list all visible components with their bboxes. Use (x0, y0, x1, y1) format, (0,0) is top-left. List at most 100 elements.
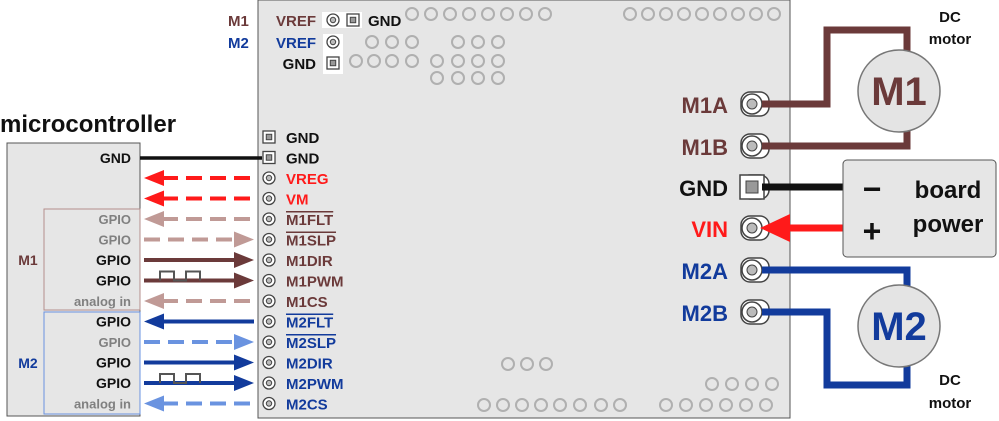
header-pin-core (265, 133, 273, 141)
terminal-label-m2a: M2A (682, 259, 729, 284)
header-label-m2flt: M2FLT (286, 315, 333, 332)
terminal-square-core (745, 180, 759, 194)
header-pin-core (265, 400, 273, 407)
wire-m2pwm-arrowhead (234, 375, 254, 391)
header-pin-core (265, 338, 273, 346)
vm-wire-arrowhead (144, 190, 164, 207)
board-hole (481, 7, 495, 21)
board-hole (349, 54, 363, 68)
motor-caption-line2: motor (929, 395, 972, 412)
board-hole (539, 357, 553, 371)
board-hole (405, 35, 419, 49)
header-label-m1flt: M1FLT (286, 212, 333, 229)
board-power-line1: board (915, 177, 982, 204)
board-hole (538, 7, 552, 21)
pwm-waveform (159, 270, 201, 282)
board-hole (443, 7, 457, 21)
header-label-m1dir: M1DIR (286, 253, 333, 270)
m1a-wire (762, 26, 911, 108)
mcu-pin-m1-0: GPIO (98, 212, 131, 227)
board-hole (501, 357, 515, 371)
vreg-wire-arrowhead (144, 170, 164, 186)
board-hole (430, 54, 444, 68)
board-hole (451, 35, 465, 49)
header-pin-core (265, 174, 273, 182)
header-label-m2pwm: M2PWM (286, 376, 344, 393)
board-hole (405, 7, 419, 21)
board-hole (515, 398, 529, 412)
board-hole (519, 7, 533, 21)
board-hole (594, 398, 608, 412)
top-label-vref: VREF (276, 35, 316, 52)
wire-m2flt-arrowhead (144, 313, 164, 330)
board-hole (471, 35, 485, 49)
header-pin-core (265, 297, 273, 305)
microcontroller-box (6, 142, 141, 417)
motor-m2-label: M2 (871, 305, 927, 349)
mcu-pin-m2-1: GPIO (98, 335, 131, 350)
header-label-m2dir: M2DIR (286, 356, 333, 373)
wire-m1dir-arrowhead (234, 252, 254, 268)
board-hole (534, 398, 548, 412)
board-hole (385, 54, 399, 68)
mcu-pin-m2-4: analog in (74, 397, 131, 412)
board-hole (677, 7, 691, 21)
board-holes (349, 7, 781, 412)
board-hole (679, 398, 693, 412)
vref-m2-pin-core (329, 38, 337, 46)
terminal-hole-core (746, 98, 758, 110)
top-prefix-m2: M2 (228, 35, 249, 52)
minus-sign: − (863, 171, 882, 207)
gnd-top-pin-core (349, 16, 357, 24)
board-hole (451, 54, 465, 68)
left-header: GNDGNDVREGVMM1FLTM1SLPM1DIRM1PWMM1CSM2FL… (262, 130, 344, 414)
header-label-gnd: GND (286, 151, 320, 168)
wire-m2slp-arrowhead (234, 334, 254, 350)
board-hole (623, 7, 637, 21)
board-hole (659, 7, 673, 21)
board-hole (573, 398, 587, 412)
motor-m1-label: M1 (871, 70, 927, 114)
board-hole (477, 398, 491, 412)
header-label-m1cs: M1CS (286, 294, 328, 311)
wire-m2cs-arrowhead (144, 395, 164, 412)
terminal-label-vin: VIN (691, 217, 728, 242)
board-hole (491, 54, 505, 68)
m2-group-box (43, 311, 141, 415)
terminal-label-gnd: GND (679, 176, 728, 201)
top-label-vref: VREF (276, 13, 316, 30)
board-hole (471, 54, 485, 68)
header-label-gnd: GND (286, 130, 320, 147)
board-hole (767, 7, 781, 21)
board-hole (705, 377, 719, 391)
board-hole (725, 377, 739, 391)
plus-sign: + (863, 213, 882, 249)
header-pin-core (265, 256, 273, 264)
board-hole (695, 7, 709, 21)
wire-m1cs-arrowhead (144, 293, 164, 309)
board-hole (520, 357, 534, 371)
header-label-m1slp: M1SLP (286, 233, 336, 250)
header-pin-core (265, 379, 273, 387)
mcu-pin-m1-4: analog in (74, 294, 131, 309)
board-hole (500, 7, 514, 21)
mcu-pin-m2-3: GPIO (96, 375, 131, 391)
gnd-pin-core (329, 59, 337, 67)
board-hole (496, 398, 510, 412)
wire-m1pwm-arrowhead (234, 272, 254, 289)
header-pin-core (265, 277, 273, 284)
signal-wires (140, 156, 262, 412)
board-power-line2: power (913, 211, 984, 238)
driver-board (257, 0, 791, 419)
mcu-pin-m2-0: GPIO (96, 314, 131, 330)
vin-arrowhead (760, 214, 790, 242)
board-hole (405, 54, 419, 68)
board-hole (641, 7, 655, 21)
terminal-label-m1b: M1B (682, 135, 728, 160)
board-hole (451, 71, 465, 85)
board-hole (491, 71, 505, 85)
board-hole (430, 71, 444, 85)
